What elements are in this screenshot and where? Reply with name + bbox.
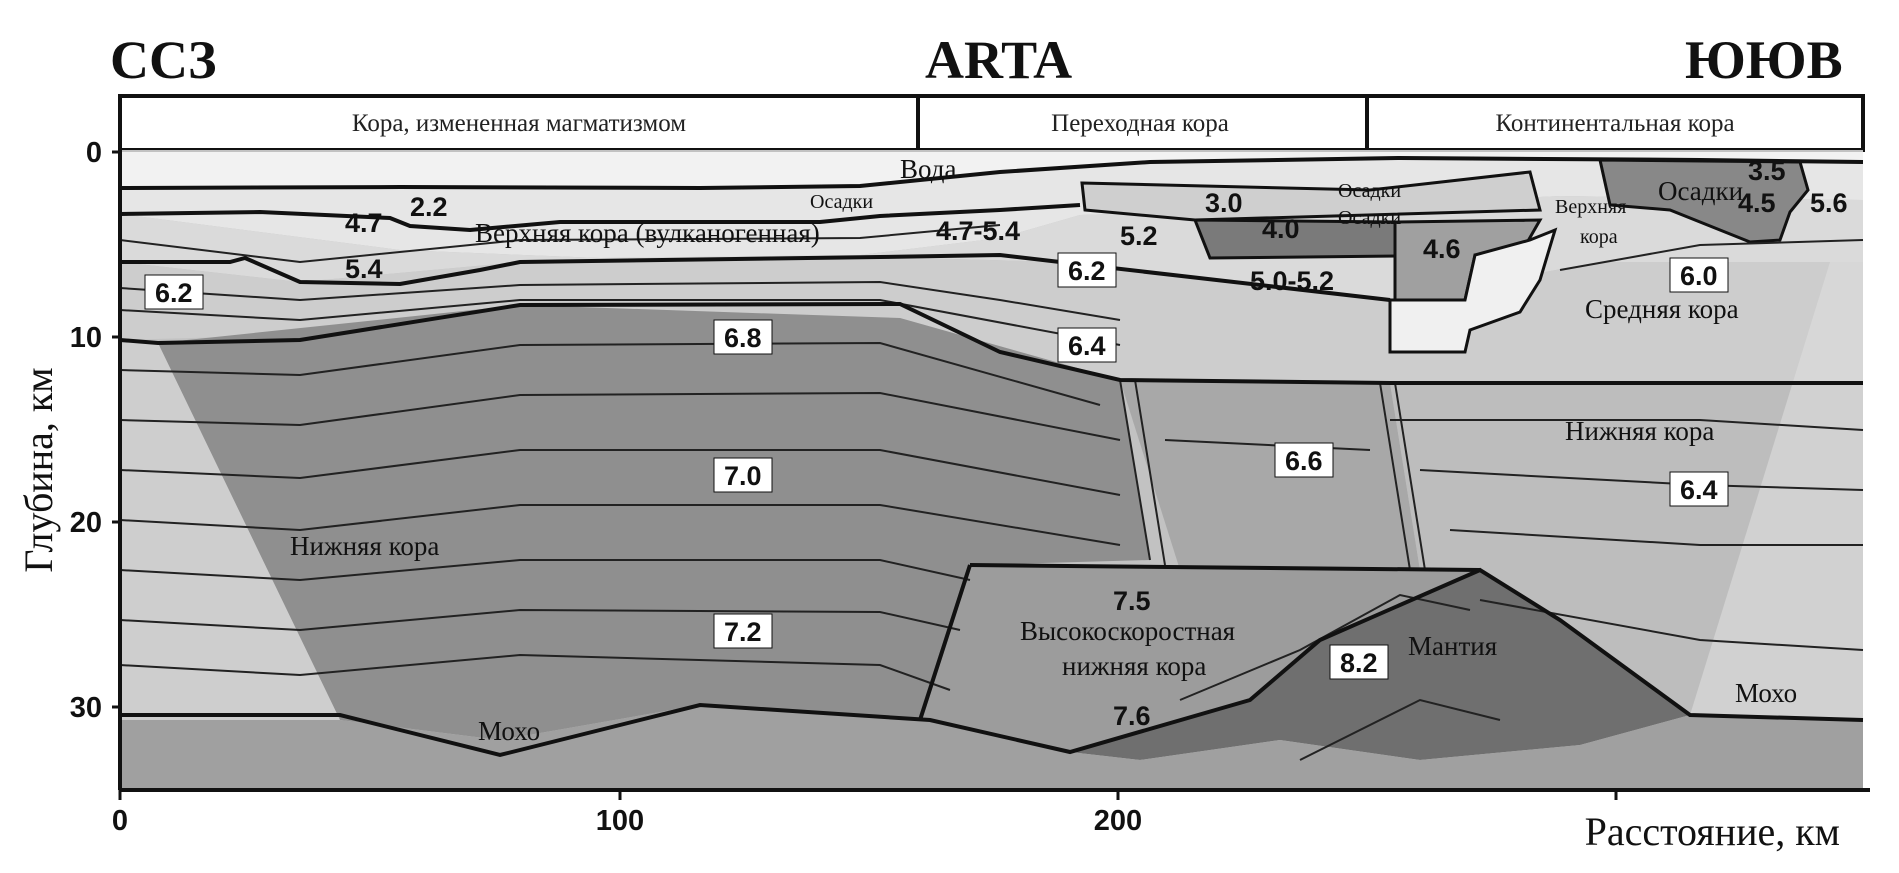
- velocity-8-2: 8.2: [1340, 648, 1378, 678]
- velocity-4-0: 4.0: [1262, 214, 1300, 244]
- velocity-7-0: 7.0: [724, 461, 762, 491]
- velocity-5-4: 5.4: [345, 254, 383, 284]
- velocity-2-2: 2.2: [410, 192, 448, 222]
- crust-zone-bar: Кора, измененная магматизмом Переходная …: [118, 94, 1865, 152]
- y-tick-0: 0: [86, 137, 102, 169]
- velocity-4-7: 4.7: [345, 208, 383, 238]
- isovelocity-lines: [119, 224, 1864, 761]
- y-tick-10: 10: [70, 322, 102, 354]
- y-tick-30: 30: [70, 692, 102, 724]
- velocity-4-7-5-4: 4.7-5.4: [936, 216, 1020, 246]
- velocity-4-5: 4.5: [1738, 188, 1776, 218]
- velocity-5-6: 5.6: [1810, 188, 1848, 218]
- velocity-5-2: 5.2: [1120, 221, 1158, 251]
- x-axis: 0 100 200 Расстояние, км: [112, 788, 1870, 854]
- layer-labels: Вода Осадки Осадки Осадки Осадки Верхняя…: [290, 154, 1797, 746]
- y-tick-20: 20: [70, 507, 102, 539]
- direction-label-right: ЮЮВ: [1685, 30, 1843, 90]
- direction-label-left: ССЗ: [110, 30, 217, 90]
- profile-title: ARTA: [925, 30, 1072, 90]
- sediment-light-box: [1080, 170, 1542, 222]
- x-tick-200: 200: [1094, 805, 1142, 837]
- x-tick-0: 0: [112, 805, 128, 837]
- lower-crust-dark-region: [158, 305, 1150, 740]
- velocity-7-5: 7.5: [1113, 586, 1151, 616]
- label-sediments-4: Осадки: [1658, 176, 1743, 206]
- velocity-6-2-mid: 6.2: [1068, 256, 1106, 286]
- velocity-6-2-left: 6.2: [155, 278, 193, 308]
- upper-right-sediment: [1598, 158, 1810, 244]
- middle-crust-white-box: [1388, 227, 1558, 354]
- velocity-5-0-5-2: 5.0-5.2: [1250, 266, 1334, 296]
- label-upper-crust-volcanic: Верхняя кора (вулканогенная): [475, 218, 820, 248]
- velocity-7-6: 7.6: [1113, 701, 1151, 731]
- label-lower-crust-left: Нижняя кора: [290, 531, 439, 561]
- label-water: Вода: [900, 154, 956, 184]
- velocity-3-0: 3.0: [1205, 188, 1243, 218]
- velocity-6-6: 6.6: [1285, 446, 1323, 476]
- zone-magmatic-crust: Кора, измененная магматизмом: [352, 110, 686, 137]
- zone-continental-crust: Континентальная кора: [1495, 110, 1734, 137]
- water-layer: [120, 152, 1863, 188]
- transitional-lower-crust: [1120, 380, 1420, 570]
- label-hv-lower-crust-2: нижняя кора: [1062, 651, 1206, 681]
- velocity-labels: 2.2 4.7 5.4 6.2 6.8 7.0 7.2 4.7-5.4 5.2 …: [144, 156, 1848, 731]
- layer-boundaries: [119, 155, 1864, 758]
- y-axis-title: Глубина, км: [16, 367, 61, 572]
- y-axis: 0 10 20 30 Глубина, км: [16, 137, 122, 790]
- label-upper-crust-line2: кора: [1580, 226, 1618, 248]
- velocity-6-4-mid: 6.4: [1068, 331, 1106, 361]
- label-hv-lower-crust-1: Высокоскоростная: [1020, 616, 1235, 646]
- bottom-mantle-band: [120, 705, 1863, 790]
- velocity-7-2: 7.2: [724, 617, 762, 647]
- label-sediments-3: Осадки: [1338, 207, 1401, 229]
- x-tick-100: 100: [596, 805, 644, 837]
- label-moho-left: Мохо: [478, 716, 540, 746]
- velocity-6-8: 6.8: [724, 323, 762, 353]
- label-mantle: Мантия: [1408, 631, 1497, 661]
- label-moho-right: Мохо: [1735, 678, 1797, 708]
- light-wedge-right: [1690, 262, 1863, 720]
- label-sediments-2: Осадки: [1338, 180, 1401, 202]
- velocity-3-5: 3.5: [1748, 156, 1786, 186]
- velocity-4-6: 4.6: [1423, 234, 1461, 264]
- velocity-6-4-right: 6.4: [1680, 475, 1718, 505]
- label-middle-crust: Средняя кора: [1585, 294, 1739, 324]
- x-axis-title: Расстояние, км: [1585, 809, 1840, 854]
- label-lower-crust-right: Нижняя кора: [1565, 416, 1714, 446]
- label-sediments-1: Осадки: [810, 191, 873, 213]
- label-upper-crust-line1: Верхняя: [1555, 196, 1626, 218]
- light-wedge-left: [120, 340, 340, 720]
- zone-transitional-crust: Переходная кора: [1051, 110, 1229, 137]
- high-velocity-lower-crust: [920, 565, 1480, 752]
- velocity-6-0: 6.0: [1680, 261, 1718, 291]
